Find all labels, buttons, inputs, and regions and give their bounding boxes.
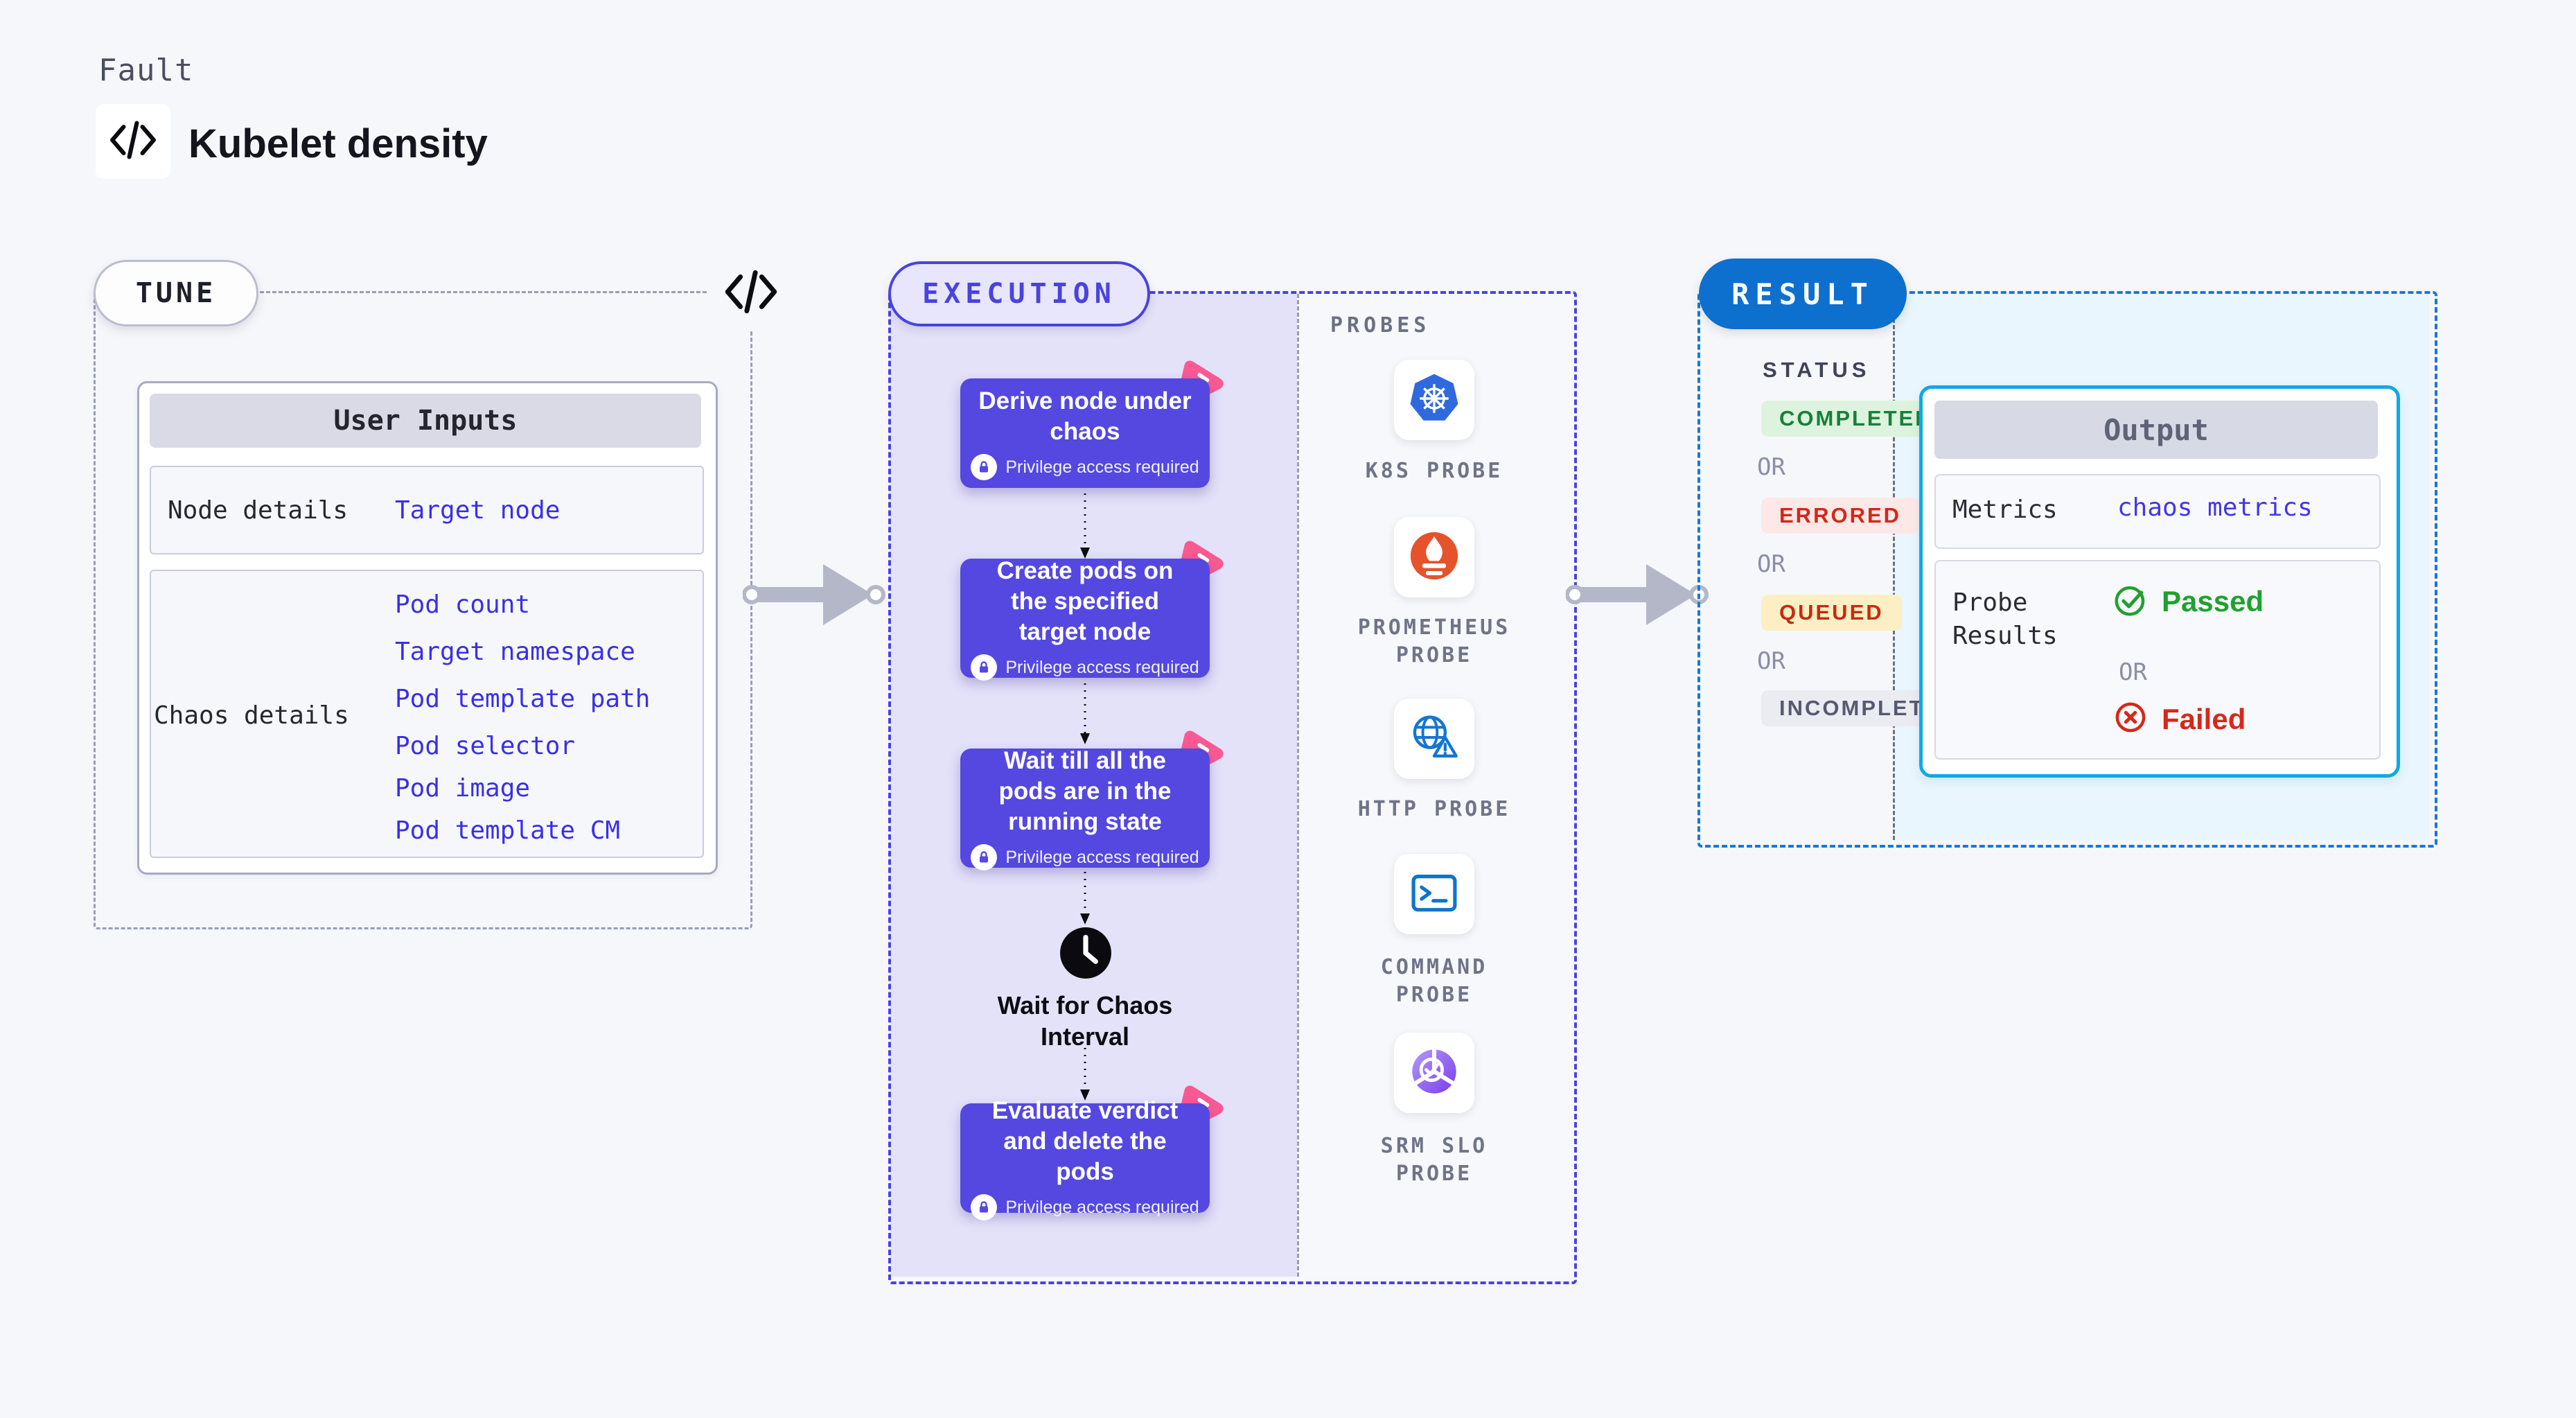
link-pod-count[interactable]: Pod count [395, 590, 531, 619]
output-row-metrics [1934, 474, 2381, 549]
slo-donut-icon [1407, 1044, 1461, 1102]
metrics-label: Metrics [1952, 496, 2058, 524]
probe-tile [1394, 1033, 1474, 1113]
lock-icon [971, 844, 998, 870]
result-pill-label: RESULT [1731, 277, 1874, 311]
step-title: Derive node under chaos [978, 387, 1192, 445]
execution-step: Evaluate verdict and delete the pods Pri… [960, 1085, 1224, 1220]
execution-pill: EXECUTION [888, 261, 1150, 326]
metrics-value[interactable]: chaos metrics [2117, 493, 2313, 522]
link-pod-template-cm[interactable]: Pod template CM [395, 816, 621, 845]
tune-pill-label: TUNE [135, 277, 217, 309]
code-icon-corner [708, 253, 794, 331]
lock-icon [971, 654, 998, 681]
user-inputs-header: User Inputs [150, 394, 701, 448]
lock-icon [971, 1194, 998, 1220]
probe-label: PROMETHEUS PROBE [1357, 615, 1511, 667]
check-circle-icon [2112, 581, 2149, 622]
step-title: Wait till all the pods are in the runnin… [998, 747, 1172, 835]
code-icon [107, 114, 159, 170]
flow-connector-icon [1079, 1048, 1091, 1104]
kubernetes-icon [1407, 371, 1461, 429]
probe-tile [1394, 699, 1474, 779]
x-circle-icon [2112, 699, 2149, 739]
probe-results-label: Probe Results [1952, 588, 2058, 650]
privilege-note: Privilege access required [1005, 1197, 1199, 1217]
arrow-right-icon [1565, 552, 1709, 641]
wait-interval-label: Wait for Chaos Interval [997, 991, 1173, 1051]
result-section [1697, 291, 2437, 848]
execution-pill-label: EXECUTION [922, 278, 1116, 310]
execution-step: Derive node under chaos Privilege access… [960, 360, 1224, 488]
status-title: STATUS [1763, 358, 1871, 382]
arrow-right-icon [742, 552, 885, 641]
probe-label: SRM SLO PROBE [1380, 1134, 1488, 1186]
link-target-node[interactable]: Target node [395, 496, 561, 525]
or-label: OR [2119, 658, 2147, 686]
tune-section [94, 291, 752, 929]
privilege-note: Privilege access required [1005, 847, 1199, 867]
flow-connector-icon [1079, 683, 1091, 748]
probe-label: K8S PROBE [1365, 459, 1503, 483]
step-title: Evaluate verdict and delete the pods [991, 1097, 1179, 1185]
link-pod-template-path[interactable]: Pod template path [395, 685, 651, 713]
privilege-note: Privilege access required [1005, 657, 1199, 677]
result-pill: RESULT [1699, 259, 1907, 329]
or-label: OR [1757, 453, 1785, 481]
row-label-chaos-details: Chaos details [154, 701, 349, 730]
probe-tile [1394, 854, 1474, 934]
row-label-node-details: Node details [168, 496, 349, 525]
output-row-probe-results [1934, 560, 2381, 760]
link-pod-image[interactable]: Pod image [395, 774, 531, 803]
probes-title: PROBES [1330, 313, 1431, 338]
execution-step: Create pods on the specified target node… [960, 541, 1224, 681]
probe-label: HTTP PROBE [1357, 797, 1511, 821]
or-label: OR [1757, 550, 1785, 578]
step-title: Create pods on the specified target node [996, 557, 1174, 645]
execution-section [888, 291, 1577, 1284]
or-label: OR [1757, 647, 1785, 675]
terminal-icon [1407, 866, 1461, 923]
table-row [150, 570, 704, 858]
page-title: Kubelet density [188, 121, 488, 166]
prometheus-icon [1407, 529, 1461, 586]
passed-label: Passed [2162, 584, 2264, 618]
output-header: Output [1934, 401, 2378, 459]
status-badge-queued: QUEUED [1761, 595, 1902, 631]
link-pod-selector[interactable]: Pod selector [395, 732, 576, 760]
probe-tile [1394, 360, 1474, 440]
link-target-namespace[interactable]: Target namespace [395, 638, 635, 666]
failed-label: Failed [2162, 702, 2246, 735]
code-icon-tile [96, 104, 170, 179]
result-divider [1893, 294, 1895, 840]
status-badge-errored: ERRORED [1761, 498, 1920, 534]
globe-alert-icon [1407, 710, 1461, 768]
execution-step: Wait till all the pods are in the runnin… [960, 730, 1224, 870]
flow-connector-icon [1079, 493, 1091, 562]
clock-icon [1059, 926, 1113, 983]
table-row [150, 466, 704, 554]
fault-eyebrow: Fault [98, 53, 194, 88]
lock-icon [971, 454, 998, 480]
privilege-note: Privilege access required [1005, 457, 1199, 477]
tune-pill: TUNE [94, 260, 258, 326]
code-icon [725, 270, 777, 314]
flow-connector-icon [1079, 872, 1091, 928]
probe-tile [1394, 517, 1474, 597]
probe-label: COMMAND PROBE [1380, 955, 1488, 1007]
